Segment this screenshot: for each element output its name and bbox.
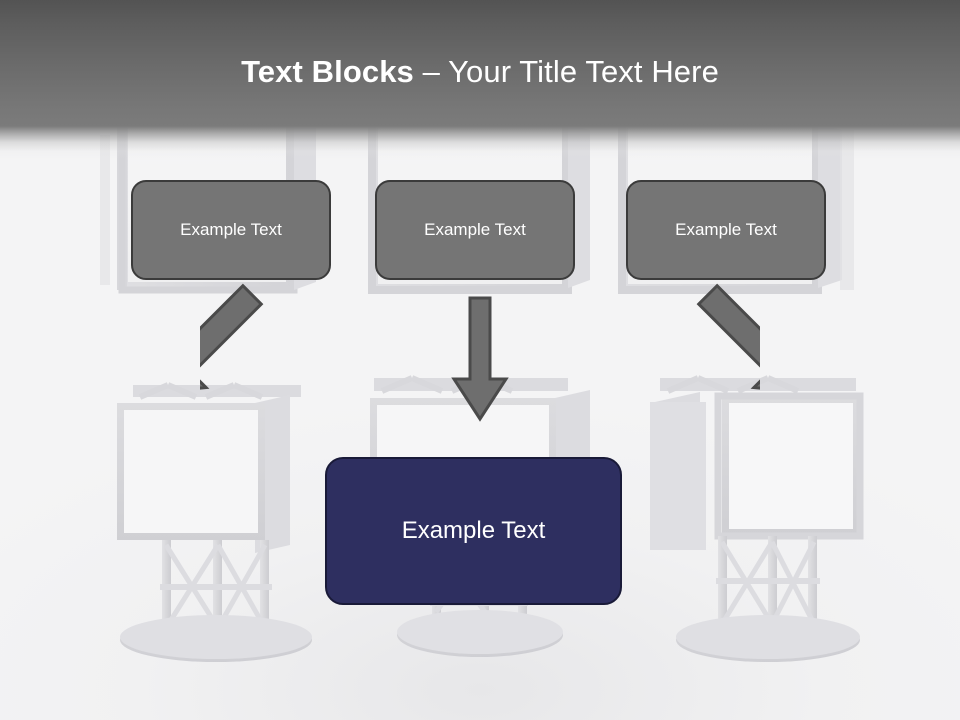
title-band xyxy=(0,0,960,126)
page-title-light: Your Title Text Here xyxy=(448,54,719,89)
arrow-left-diagonal xyxy=(200,283,264,395)
arrow-right-diagonal xyxy=(696,283,760,395)
text-block-result[interactable]: Example Text xyxy=(325,457,622,605)
page-title: Text Blocks – Your Title Text Here xyxy=(0,53,960,91)
text-block-1[interactable]: Example Text xyxy=(131,180,331,280)
text-block-2-label: Example Text xyxy=(424,220,526,239)
page-title-bold: Text Blocks xyxy=(241,54,414,89)
text-block-result-label: Example Text xyxy=(401,517,546,544)
page-title-separator: – xyxy=(413,54,449,89)
text-block-3[interactable]: Example Text xyxy=(626,180,826,280)
text-block-2[interactable]: Example Text xyxy=(375,180,575,280)
arrow-center-down xyxy=(451,296,509,422)
text-block-3-label: Example Text xyxy=(675,220,777,239)
text-block-1-label: Example Text xyxy=(180,220,282,239)
